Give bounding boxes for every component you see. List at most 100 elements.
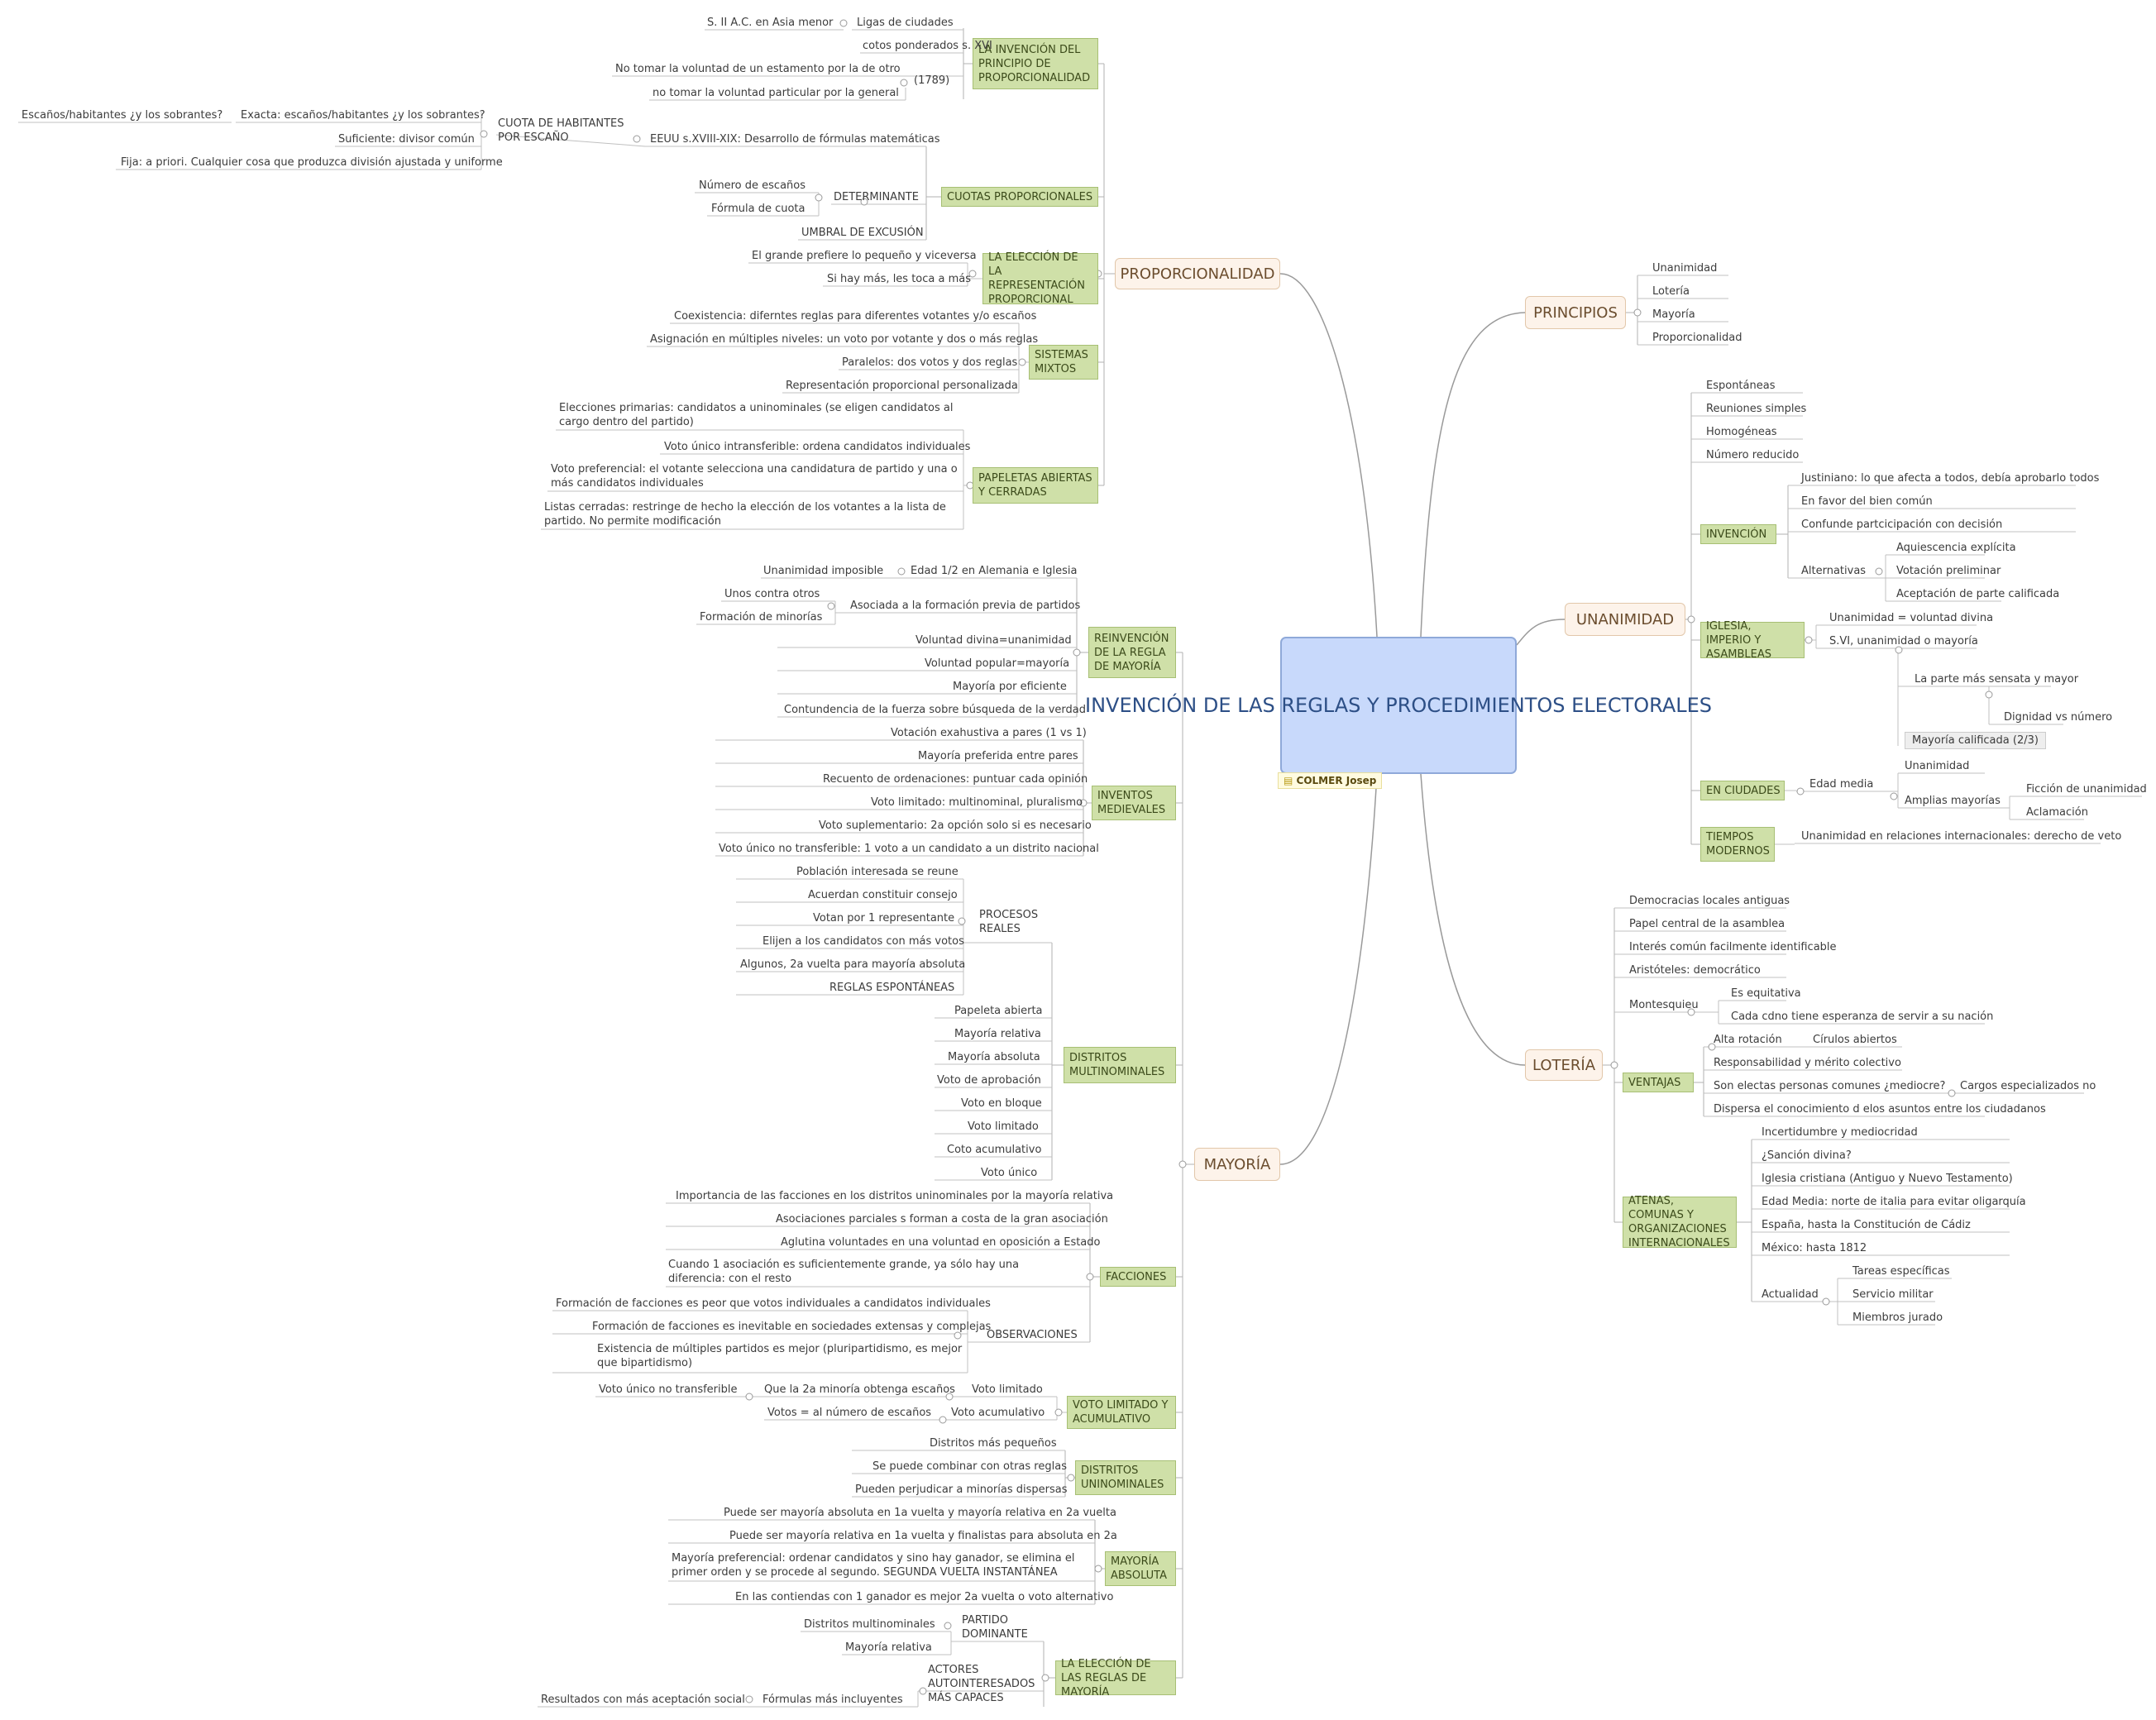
leaf-internacionales: Unanimidad en relaciones internacionales…: [1801, 830, 2122, 843]
leaf-mexico: México: hasta 1812: [1762, 1242, 1867, 1254]
sub-topic-cuotas[interactable]: CUOTAS PROPORCIONALES: [941, 187, 1098, 207]
sub-topic-papeletas[interactable]: PAPELETAS ABIERTAS Y CERRADAS: [973, 467, 1098, 504]
leaf-procesos-2: Acuerdan constituir consejo: [808, 889, 958, 901]
sub-topic-mixtos[interactable]: SISTEMAS MIXTOS: [1029, 345, 1098, 380]
collapse-toggle: [1805, 636, 1813, 644]
main-topic-mayoria[interactable]: MAYORÍA: [1194, 1148, 1280, 1181]
main-topic-unanimidad[interactable]: UNANIMIDAD: [1565, 603, 1685, 636]
sub-topic-ventajas[interactable]: VENTAJAS: [1623, 1073, 1694, 1092]
leaf-procesos-1: Población interesada se reune: [796, 866, 958, 878]
leaf-circulos: Círulos abiertos: [1813, 1034, 1897, 1046]
leaf-inventos-5: Voto suplementario: 2a opción solo si es…: [819, 819, 1092, 832]
collapse-toggle: [1073, 648, 1081, 657]
connector: [1785, 772, 2142, 820]
connector: [963, 28, 973, 99]
leaf-facciones-4: Cuando 1 asociación es suficientemente g…: [668, 1259, 1020, 1285]
leaf-facciones-1: Importancia de las facciones en los dist…: [676, 1190, 1114, 1202]
leaf-eeuu: EEUU s.XVIII-XIX: Desarrollo de fórmulas…: [650, 133, 940, 146]
connector: [480, 112, 926, 170]
sub-topic-iglesia[interactable]: IGLESIA, IMPERIO Y ASAMBLEAS: [1700, 620, 1805, 661]
connector: [1043, 1641, 1055, 1707]
sub-topic-modernos[interactable]: TIEMPOS MODERNOS: [1700, 827, 1775, 862]
leaf-tareas: Tareas específicas: [1852, 1265, 1950, 1278]
leaf-facciones-2: Asociaciones parciales s forman a costa …: [776, 1213, 1108, 1226]
leaf-contundencia: Contundencia de la fuerza sobre búsqueda…: [784, 704, 1087, 716]
sub-topic-reinvencion[interactable]: REINVENCIÓN DE LA REGLA DE MAYORÍA: [1088, 627, 1176, 678]
leaf-uni-2: Se puede combinar con otras reglas: [872, 1460, 1067, 1473]
collapse-toggle: [860, 198, 868, 206]
leaf-partido-dominante: PARTIDO DOMINANTE: [962, 1614, 1028, 1641]
leaf-espontaneas: Espontáneas: [1706, 380, 1776, 392]
leaf-numero-reducido: Número reducido: [1706, 449, 1800, 461]
leaf-uni-3: Pueden perjudicar a minorías dispersas: [855, 1484, 1068, 1496]
sub-topic-inventos[interactable]: INVENTOS MEDIEVALES: [1092, 786, 1176, 820]
connector: [1614, 1047, 1704, 1116]
main-topic-principios[interactable]: PRINCIPIOS: [1525, 296, 1626, 329]
sub-topic-facciones[interactable]: FACCIONES: [1100, 1267, 1176, 1287]
leaf-s2: S. II A.C. en Asia menor: [707, 17, 834, 29]
leaf-incertidumbre: Incertidumbre y mediocridad: [1762, 1126, 1918, 1139]
sub-topic-eleccion-rp[interactable]: LA ELECCIÓN DE LA REPRESENTACIÓN PROPORC…: [982, 251, 1098, 306]
leaf-procesos-4: Elijen a los candidatos con más votos: [762, 935, 964, 948]
collapse-toggle: [939, 1416, 947, 1424]
connector: [1775, 843, 2101, 845]
leaf-esperanza: Cada cdno tiene esperanza de servir a su…: [1731, 1010, 1994, 1023]
leaf-inventos-1: Votación exahustiva a pares (1 vs 1): [891, 727, 1087, 739]
leaf-particular: no tomar la voluntad particular por la g…: [653, 87, 899, 99]
collapse-toggle: [839, 19, 848, 27]
leaf-procesos: PROCESOS REALES: [979, 909, 1039, 935]
leaf-dignidad: Dignidad vs número: [2004, 711, 2113, 724]
leaf-espana: España, hasta la Constitución de Cádiz: [1762, 1219, 1971, 1231]
leaf-obs-2: Formación de facciones es inevitable en …: [592, 1321, 992, 1333]
sub-topic-atenas[interactable]: ATENAS, COMUNAS Y ORGANIZACIONES INTERNA…: [1623, 1195, 1737, 1249]
leaf-votos-igual: Votos = al número de escaños: [767, 1407, 932, 1419]
leaf-abs-1: Puede ser mayoría absoluta en 1a vuelta …: [724, 1507, 1116, 1519]
sub-topic-absoluta[interactable]: MAYORÍA ABSOLUTA: [1105, 1551, 1176, 1586]
connector: [925, 146, 941, 240]
leaf-cargos: Cargos especializados no: [1960, 1080, 2096, 1092]
leaf-svi: S.VI, unanimidad o mayoría: [1829, 635, 1978, 647]
sub-topic-eleccion-reglas[interactable]: LA ELECCIÓN DE LAS REGLAS DE MAYORÍA: [1055, 1658, 1176, 1698]
main-topic-proporcionalidad[interactable]: PROPORCIONALIDAD: [1115, 258, 1280, 289]
connector: [1420, 312, 1526, 638]
leaf-primarias: Elecciones primarias: candidatos a unino…: [559, 402, 954, 428]
leaf-unanimidad-ciudad: Unanimidad: [1905, 760, 1970, 772]
collapse-toggle: [1875, 567, 1883, 576]
leaf-multi-5: Voto en bloque: [961, 1097, 1042, 1110]
sub-topic-uninominales[interactable]: DISTRITOS UNINOMINALES: [1075, 1460, 1176, 1495]
leaf-aclamacion: Aclamación: [2026, 806, 2088, 819]
leaf-preliminar: Votación preliminar: [1896, 565, 2001, 577]
leaf-unos: Unos contra otros: [724, 588, 820, 600]
collapse-toggle: [944, 1622, 952, 1630]
leaf-inventos-2: Mayoría preferida entre pares: [918, 750, 1078, 762]
leaf-bien-comun: En favor del bien común: [1801, 495, 1933, 508]
connector: [612, 52, 963, 101]
leaf-preferencial: Voto preferencial: el votante selecciona…: [551, 463, 958, 490]
sub-topic-distritos-multi[interactable]: DISTRITOS MULTINOMINALES: [1064, 1047, 1176, 1083]
leaf-voto-unico: Voto único intransferible: ordena candid…: [664, 441, 971, 453]
collapse-toggle: [1067, 1474, 1075, 1482]
leaf-responsabilidad: Responsabilidad y mérito colectivo: [1714, 1057, 1901, 1069]
sub-topic-principio[interactable]: LA INVENCIÓN DEL PRINCIPIO DE PROPORCION…: [973, 38, 1098, 89]
leaf-homogeneas: Homogéneas: [1706, 426, 1777, 438]
leaf-italia: Edad Media: norte de italia para evitar …: [1762, 1196, 2026, 1208]
leaf-multi-8: Voto único: [981, 1167, 1038, 1179]
main-topic-loteria[interactable]: LOTERÍA: [1525, 1049, 1603, 1081]
leaf-divina: Voluntad divina=unanimidad: [915, 634, 1072, 647]
root-topic[interactable]: INVENCIÓN DE LAS REGLAS Y PROCEDIMIENTOS…: [1085, 637, 1712, 774]
collapse-toggle: [954, 1331, 962, 1340]
collapse-toggle: [1948, 1089, 1956, 1097]
leaf-sancion: ¿Sanción divina?: [1762, 1149, 1852, 1162]
connector: [1897, 648, 2063, 746]
sub-topic-ciudades[interactable]: EN CIUDADES: [1700, 781, 1785, 800]
leaf-obs-3: Existencia de múltiples partidos es mejo…: [597, 1343, 963, 1369]
sub-topic-invencion[interactable]: INVENCIÓN: [1700, 524, 1776, 544]
collapse-toggle: [958, 917, 966, 925]
author-label: ▤ COLMER Josep: [1278, 772, 1383, 789]
sub-topic-voto-limitado-acum[interactable]: VOTO LIMITADO Y ACUMULATIVO: [1067, 1396, 1176, 1429]
collapse-toggle: [1796, 787, 1805, 796]
connector: [1051, 943, 1064, 1180]
leaf-equitativa: Es equitativa: [1731, 987, 1801, 1000]
leaf-cuota-hab: CUOTA DE HABITANTES POR ESCAÑO: [498, 117, 624, 144]
leaf-procesos-3: Votan por 1 representante: [813, 912, 955, 924]
